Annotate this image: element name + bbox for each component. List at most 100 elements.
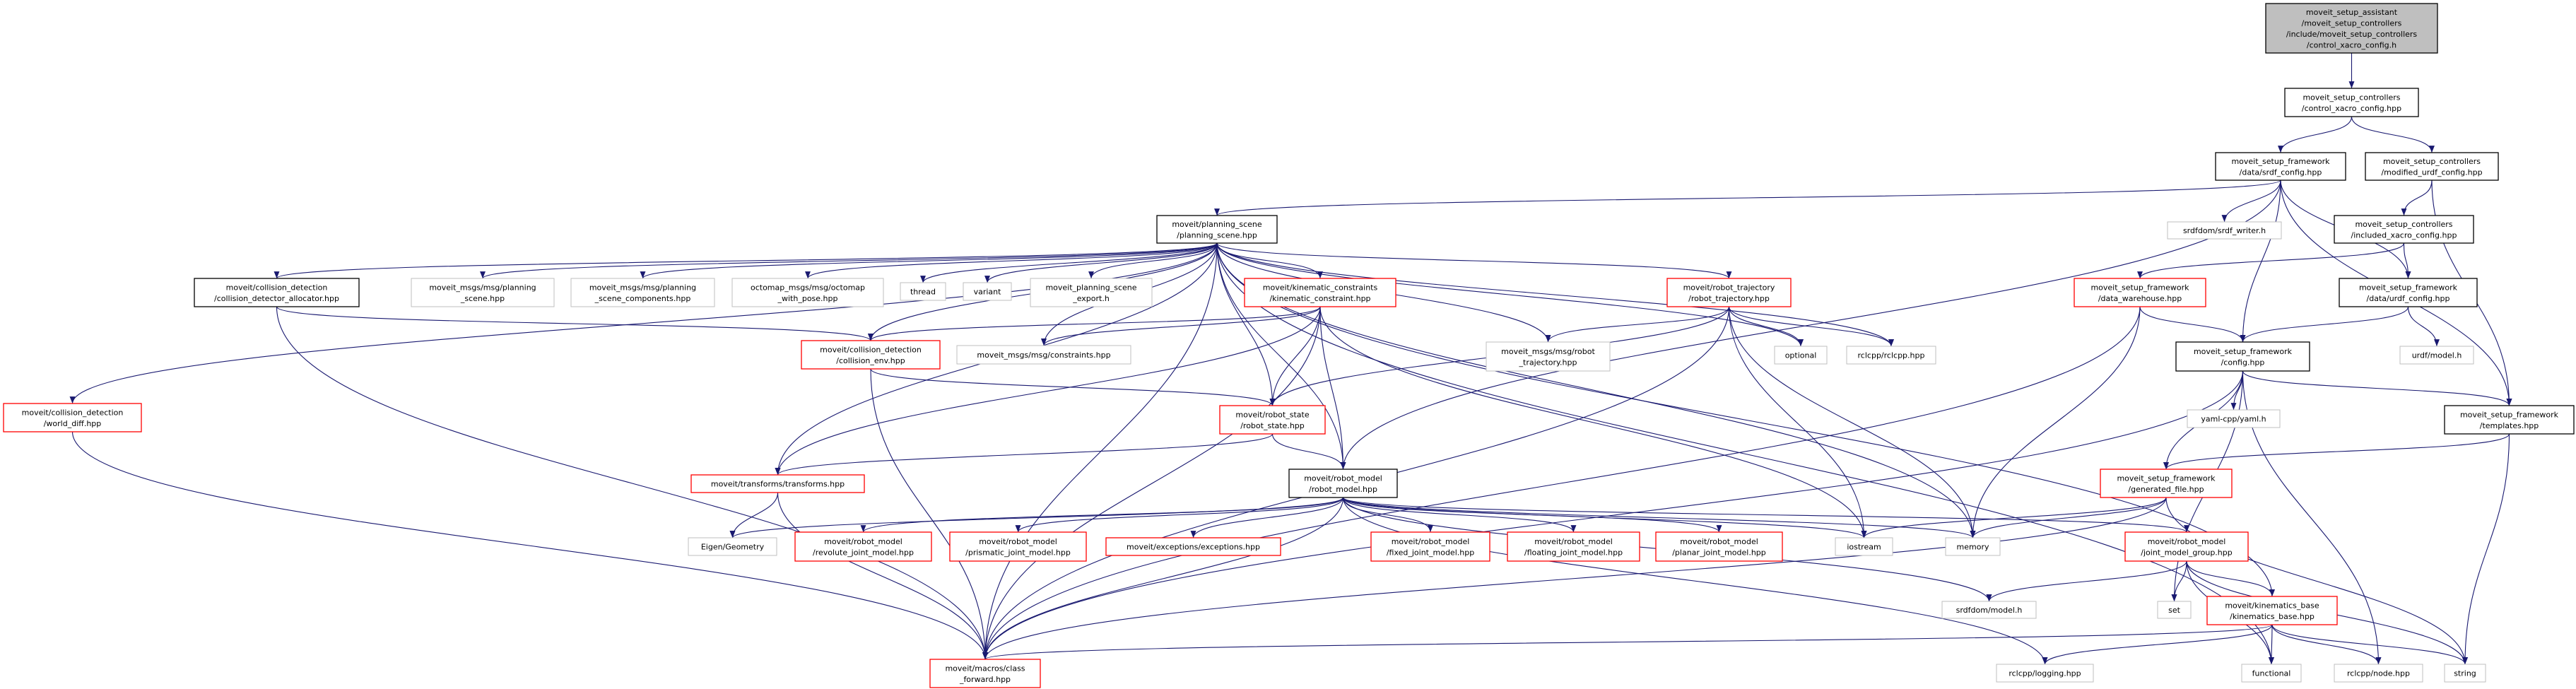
node-config[interactable]: moveit_setup_framework/config.hpp <box>2175 341 2310 372</box>
node-included_xacro[interactable]: moveit_setup_controllers/included_xacro_… <box>2334 215 2474 244</box>
node-templates[interactable]: moveit_setup_framework/templates.hpp <box>2444 405 2575 435</box>
node-string[interactable]: string <box>2444 664 2486 683</box>
node-box[interactable] <box>2365 152 2499 181</box>
node-srdf_writer[interactable]: srdfdom/srdf_writer.h <box>2167 221 2282 240</box>
node-floating[interactable]: moveit/robot_model/floating_joint_model.… <box>1507 531 1640 562</box>
node-box[interactable] <box>1030 278 1153 307</box>
node-box[interactable] <box>2339 278 2478 307</box>
node-box[interactable] <box>3 403 142 432</box>
node-box[interactable] <box>2187 409 2281 428</box>
node-box[interactable] <box>2167 221 2282 240</box>
node-box[interactable] <box>688 537 777 556</box>
node-srdf_model[interactable]: srdfdom/model.h <box>1941 601 2037 619</box>
node-iostream[interactable]: iostream <box>1835 537 1893 556</box>
node-logging[interactable]: rclcpp/logging.hpp <box>1996 664 2094 683</box>
node-revolute[interactable]: moveit/robot_model/revolute_joint_model.… <box>794 531 932 562</box>
node-box[interactable] <box>929 659 1041 688</box>
node-box[interactable] <box>2265 3 2438 54</box>
node-box[interactable] <box>2100 469 2233 498</box>
node-robot_state[interactable]: moveit/robot_state/robot_state.hpp <box>1219 405 1326 435</box>
node-class_forward[interactable]: moveit/macros/class_forward.hpp <box>929 659 1041 688</box>
node-transforms[interactable]: moveit/transforms/transforms.hpp <box>690 474 865 493</box>
node-set[interactable]: set <box>2157 601 2192 619</box>
node-box[interactable] <box>570 278 715 307</box>
node-box[interactable] <box>1941 601 2037 619</box>
node-constraints[interactable]: moveit_msgs/msg/constraints.hpp <box>956 345 1131 365</box>
node-box[interactable] <box>1486 341 1611 372</box>
node-node[interactable]: rclcpp/node.hpp <box>2334 664 2423 683</box>
node-box[interactable] <box>1105 537 1281 556</box>
node-fixed[interactable]: moveit/robot_model/fixed_joint_model.hpp <box>1370 531 1490 562</box>
node-world_diff[interactable]: moveit/collision_detection/world_diff.hp… <box>3 403 142 432</box>
node-box[interactable] <box>2124 531 2249 562</box>
node-box[interactable] <box>2175 341 2310 372</box>
node-box[interactable] <box>1156 215 1278 244</box>
node-box[interactable] <box>1288 469 1398 498</box>
node-box[interactable] <box>194 278 360 307</box>
node-box[interactable] <box>2444 664 2486 683</box>
node-eigen[interactable]: Eigen/Geometry <box>688 537 777 556</box>
node-jmg[interactable]: moveit/robot_model/joint_model_group.hpp <box>2124 531 2249 562</box>
node-thread[interactable]: thread <box>900 282 946 301</box>
node-urdf_model[interactable]: urdf/model.h <box>2399 346 2474 365</box>
node-kin_base[interactable]: moveit/kinematics_base/kinematics_base.h… <box>2206 596 2338 625</box>
node-box[interactable] <box>2157 601 2192 619</box>
node-box[interactable] <box>1835 537 1893 556</box>
node-box[interactable] <box>1219 405 1326 435</box>
node-exceptions[interactable]: moveit/exceptions/exceptions.hpp <box>1105 537 1281 556</box>
node-box[interactable] <box>1846 346 1936 365</box>
node-msg_planning_scene[interactable]: moveit_msgs/msg/planning_scene.hpp <box>411 278 555 307</box>
node-octomap[interactable]: octomap_msgs/msg/octomap_with_pose.hpp <box>731 278 884 307</box>
node-export[interactable]: moveit_planning_scene_export.h <box>1030 278 1153 307</box>
node-planning_scene[interactable]: moveit/planning_scene/planning_scene.hpp <box>1156 215 1278 244</box>
node-functional[interactable]: functional <box>2241 664 2302 683</box>
node-msg_components[interactable]: moveit_msgs/msg/planning_scene_component… <box>570 278 715 307</box>
node-box[interactable] <box>1666 278 1792 307</box>
node-box[interactable] <box>794 531 932 562</box>
node-optional[interactable]: optional <box>1774 346 1828 365</box>
node-urdf_config[interactable]: moveit_setup_framework/data/urdf_config.… <box>2339 278 2478 307</box>
node-box[interactable] <box>2444 405 2575 435</box>
node-robot_trajectory[interactable]: moveit/robot_trajectory/robot_trajectory… <box>1666 278 1792 307</box>
node-modified_urdf[interactable]: moveit_setup_controllers/modified_urdf_c… <box>2365 152 2499 181</box>
node-box[interactable] <box>2241 664 2302 683</box>
node-root[interactable]: moveit_setup_assistant/moveit_setup_cont… <box>2265 3 2438 54</box>
node-box[interactable] <box>2334 215 2474 244</box>
node-variant[interactable]: variant <box>963 282 1012 301</box>
node-generated_file[interactable]: moveit_setup_framework/generated_file.hp… <box>2100 469 2233 498</box>
node-box[interactable] <box>956 345 1131 365</box>
node-prismatic[interactable]: moveit/robot_model/prismatic_joint_model… <box>949 531 1087 562</box>
node-box[interactable] <box>1244 278 1396 307</box>
node-planar[interactable]: moveit/robot_model/planar_joint_model.hp… <box>1655 531 1783 562</box>
node-box[interactable] <box>2399 346 2474 365</box>
node-box[interactable] <box>2215 152 2346 181</box>
node-box[interactable] <box>963 282 1012 301</box>
node-msg_robot_traj[interactable]: moveit_msgs/msg/robot_trajectory.hpp <box>1486 341 1611 372</box>
node-box[interactable] <box>690 474 865 493</box>
node-box[interactable] <box>1945 537 2001 556</box>
node-rclcpp[interactable]: rclcpp/rclcpp.hpp <box>1846 346 1936 365</box>
node-allocator[interactable]: moveit/collision_detection/collision_det… <box>194 278 360 307</box>
node-box[interactable] <box>801 340 941 370</box>
node-memory[interactable]: memory <box>1945 537 2001 556</box>
node-box[interactable] <box>949 531 1087 562</box>
node-box[interactable] <box>2206 596 2338 625</box>
node-control_xacro[interactable]: moveit_setup_controllers/control_xacro_c… <box>2284 88 2419 117</box>
node-box[interactable] <box>2074 278 2206 307</box>
node-srdf_config[interactable]: moveit_setup_framework/data/srdf_config.… <box>2215 152 2346 181</box>
node-box[interactable] <box>2334 664 2423 683</box>
node-box[interactable] <box>1507 531 1640 562</box>
node-box[interactable] <box>731 278 884 307</box>
node-box[interactable] <box>1774 346 1828 365</box>
node-box[interactable] <box>1996 664 2094 683</box>
node-box[interactable] <box>1370 531 1490 562</box>
node-box[interactable] <box>2284 88 2419 117</box>
node-box[interactable] <box>411 278 555 307</box>
node-kin_constraint[interactable]: moveit/kinematic_constraints/kinematic_c… <box>1244 278 1396 307</box>
node-robot_model[interactable]: moveit/robot_model/robot_model.hpp <box>1288 469 1398 498</box>
node-collision_env[interactable]: moveit/collision_detection/collision_env… <box>801 340 941 370</box>
node-box[interactable] <box>1655 531 1783 562</box>
node-box[interactable] <box>900 282 946 301</box>
node-data_warehouse[interactable]: moveit_setup_framework/data_warehouse.hp… <box>2074 278 2206 307</box>
node-yaml[interactable]: yaml-cpp/yaml.h <box>2187 409 2281 428</box>
